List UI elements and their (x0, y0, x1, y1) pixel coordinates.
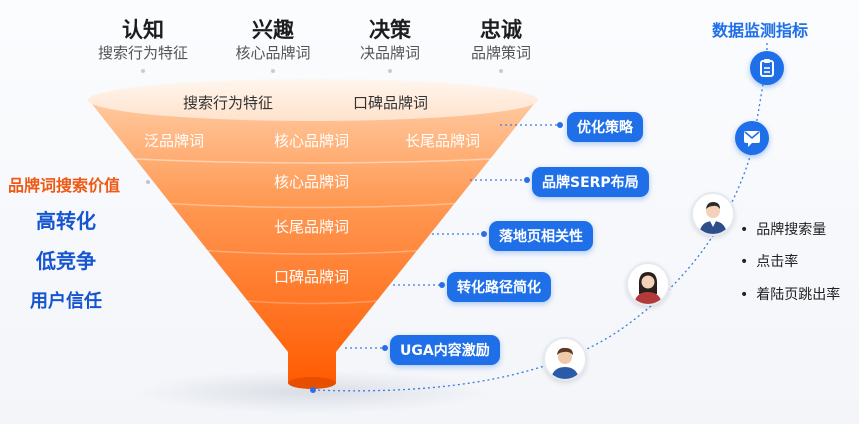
strategy-pill-optimization: 优化策略 (567, 112, 643, 142)
value-item-user-trust: 用户信任 (30, 291, 102, 312)
stage-sub-loyalty: 品牌策词 (470, 44, 531, 62)
stage-marker-dot (499, 69, 503, 73)
funnel-top-label-behavior: 搜索行为特征 (183, 94, 274, 112)
layer-divider (113, 157, 513, 164)
value-connector-dot (146, 180, 150, 184)
stage-sub-interest: 核心品牌词 (235, 44, 311, 62)
chat-icon (735, 121, 769, 155)
metrics-title: 数据监测指标 (712, 21, 809, 40)
funnel-rim (88, 79, 538, 121)
funnel-label-longtail-2: 长尾品牌词 (274, 218, 350, 236)
stage-title-decision: 决策 (369, 18, 411, 42)
funnel-label-core: 核心品牌词 (274, 132, 350, 150)
metric-bounce-rate: 着陆页跳出率 (740, 284, 840, 304)
value-item-high-conversion: 高转化 (36, 209, 96, 233)
stage-title-interest: 兴趣 (252, 18, 294, 42)
layer-divider (195, 249, 431, 255)
stage-title-loyalty: 忠诚 (480, 18, 522, 42)
funnel-spout (288, 377, 336, 389)
layer-divider (157, 202, 469, 209)
funnel-label-core-2: 核心品牌词 (274, 173, 350, 191)
funnel-body (88, 99, 538, 387)
value-item-low-competition: 低竞争 (36, 249, 96, 273)
stage-sub-awareness: 搜索行为特征 (97, 44, 188, 62)
funnel-top-label-wordofmouth: 口碑品牌词 (353, 94, 429, 112)
metric-click-rate: 点击率 (740, 251, 798, 271)
strategy-pill-landing-page: 落地页相关性 (489, 221, 593, 251)
funnel-label-generic: 泛品牌词 (144, 132, 205, 150)
stage-sub-decision: 决品牌词 (359, 44, 420, 62)
stage-marker-dot (271, 69, 275, 73)
stage-marker-dot (141, 69, 145, 73)
metric-brand-search-volume: 品牌搜索量 (740, 219, 826, 239)
avatar-young-man-icon (543, 337, 587, 381)
avatar-woman-icon (626, 262, 670, 306)
funnel-label-wordofmouth-2: 口碑品牌词 (274, 268, 350, 286)
strategy-pill-uga: UGA内容激励 (390, 335, 500, 365)
value-title: 品牌词搜索价值 (8, 176, 121, 195)
strategy-pill-serp: 品牌SERP布局 (532, 167, 649, 197)
funnel-label-longtail: 长尾品牌词 (405, 132, 481, 150)
strategy-pill-conversion-path: 转化路径简化 (447, 272, 551, 302)
clipboard-icon (750, 51, 784, 85)
layer-divider (235, 299, 391, 305)
avatar-man-icon (691, 192, 735, 236)
stage-marker-dot (388, 69, 392, 73)
stage-title-awareness: 认知 (122, 18, 164, 42)
